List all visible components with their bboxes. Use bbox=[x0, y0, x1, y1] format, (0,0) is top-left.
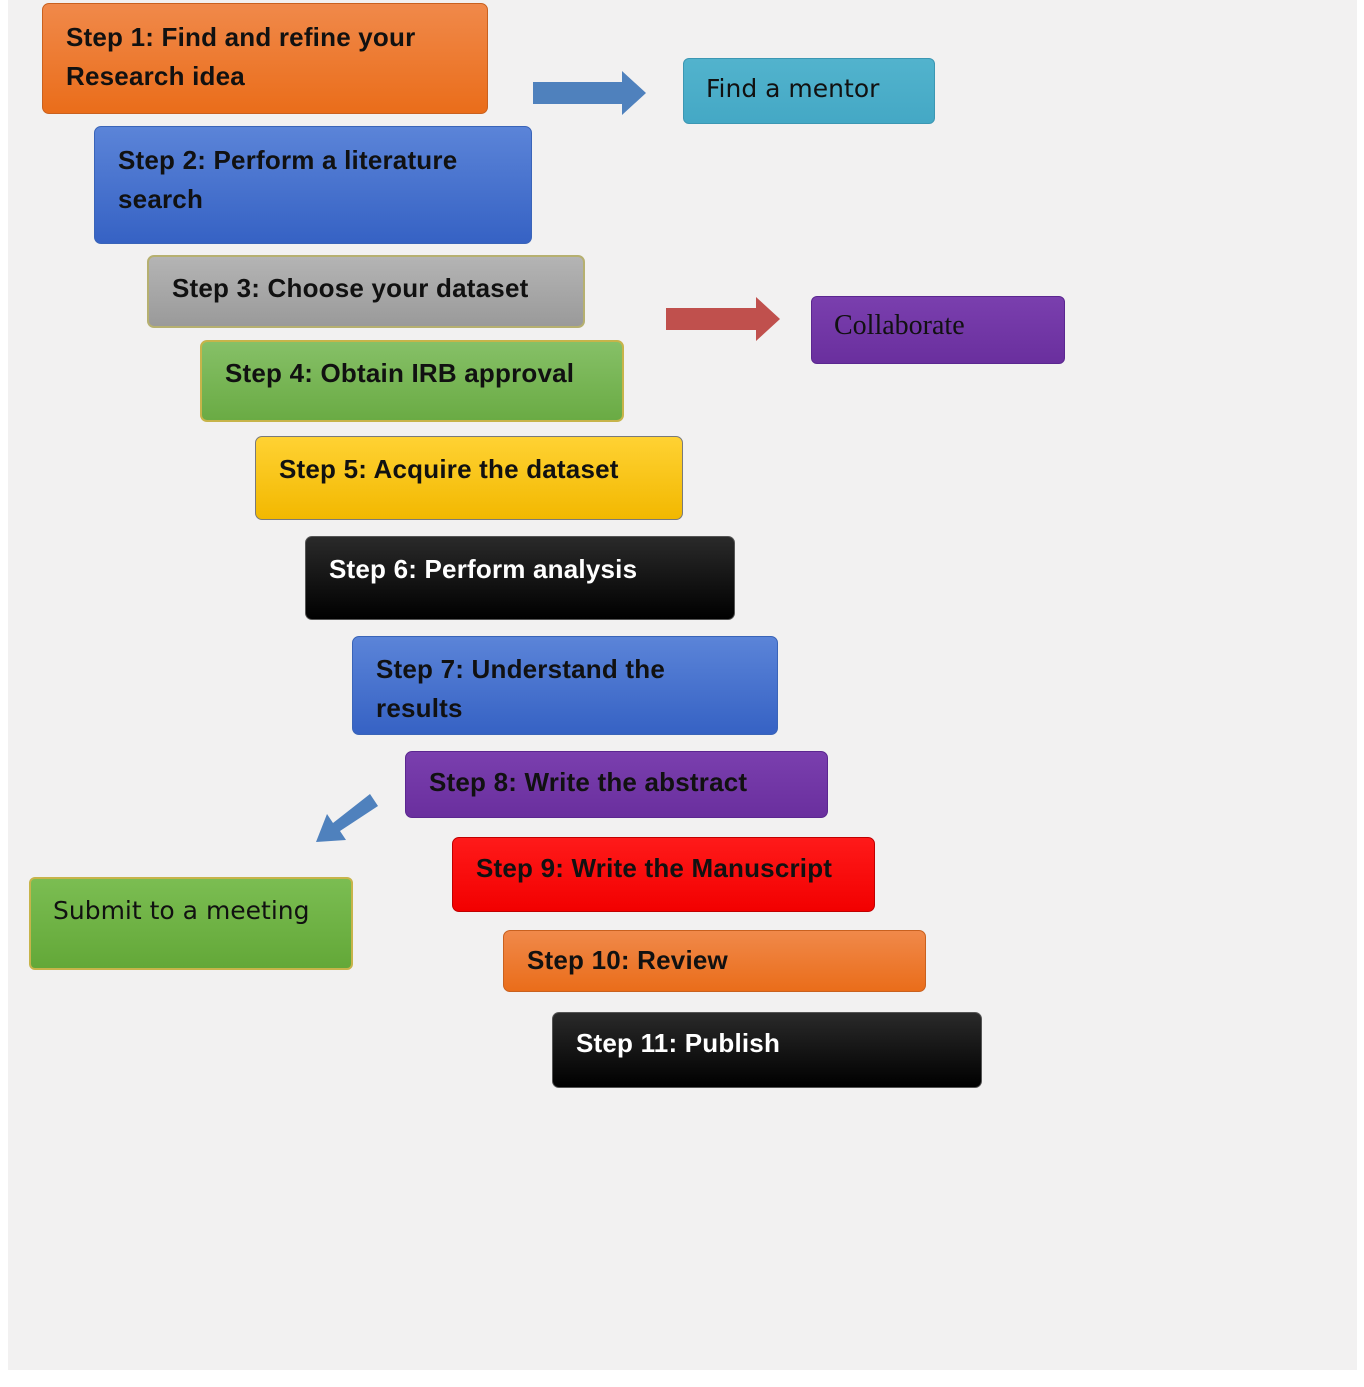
submit-meeting-box: Submit to a meeting bbox=[29, 877, 353, 970]
step-10-label: Step 10: Review bbox=[527, 945, 728, 975]
step-7-box: Step 7: Understand the results bbox=[352, 636, 778, 735]
step-4-label: Step 4: Obtain IRB approval bbox=[225, 358, 575, 388]
submit-meeting-label: Submit to a meeting bbox=[53, 896, 310, 925]
step-2-box: Step 2: Perform a literature search bbox=[94, 126, 532, 244]
step-6-label: Step 6: Perform analysis bbox=[329, 554, 638, 584]
step-9-box: Step 9: Write the Manuscript bbox=[452, 837, 875, 912]
find-mentor-label: Find a mentor bbox=[706, 74, 880, 103]
step-6-box: Step 6: Perform analysis bbox=[305, 536, 735, 620]
step-7-label: Step 7: Understand the results bbox=[376, 654, 665, 723]
step-8-box: Step 8: Write the abstract bbox=[405, 751, 828, 818]
step-11-label: Step 11: Publish bbox=[576, 1028, 781, 1058]
step-3-box: Step 3: Choose your dataset bbox=[147, 255, 585, 328]
step-3-label: Step 3: Choose your dataset bbox=[172, 273, 529, 303]
step-1-label: Step 1: Find and refine your Research id… bbox=[66, 22, 416, 91]
step-10-box: Step 10: Review bbox=[503, 930, 926, 992]
step-1-box: Step 1: Find and refine your Research id… bbox=[42, 3, 488, 114]
step-8-label: Step 8: Write the abstract bbox=[429, 767, 748, 797]
step-5-label: Step 5: Acquire the dataset bbox=[279, 454, 619, 484]
step-11-box: Step 11: Publish bbox=[552, 1012, 982, 1088]
collaborate-label: Collaborate bbox=[834, 310, 965, 341]
step-9-label: Step 9: Write the Manuscript bbox=[476, 853, 833, 883]
find-mentor-box: Find a mentor bbox=[683, 58, 935, 124]
step-4-box: Step 4: Obtain IRB approval bbox=[200, 340, 624, 422]
collaborate-box: Collaborate bbox=[811, 296, 1065, 364]
step-5-box: Step 5: Acquire the dataset bbox=[255, 436, 683, 520]
step-2-label: Step 2: Perform a literature search bbox=[118, 145, 458, 214]
